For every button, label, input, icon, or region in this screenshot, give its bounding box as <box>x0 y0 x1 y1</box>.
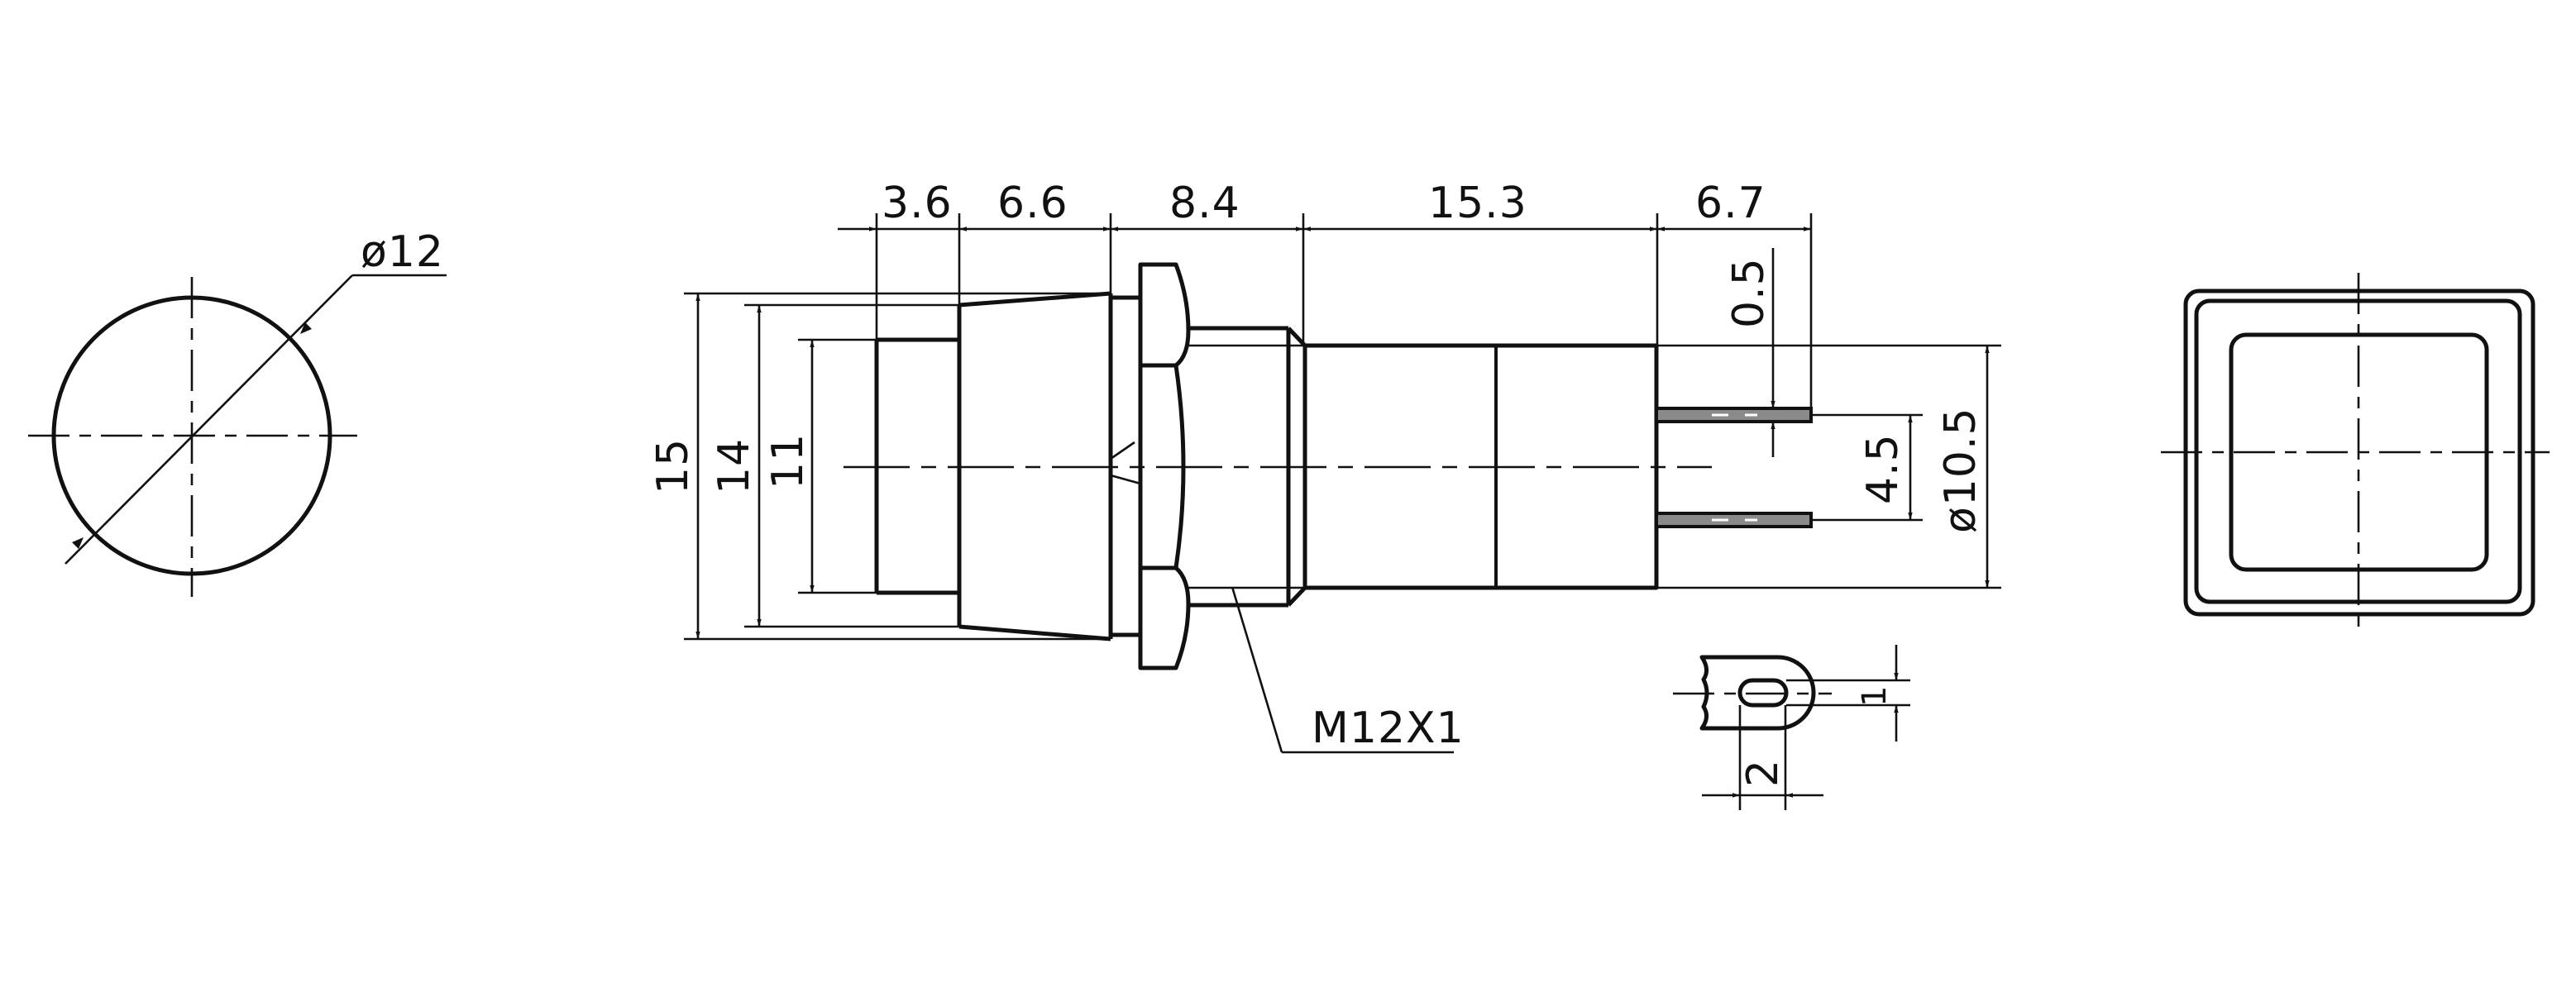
dim-label-tab-width: 2 <box>1738 759 1788 787</box>
dim-label-cap-length: 3.6 <box>882 179 953 228</box>
thread-callout: M12X1 <box>1231 586 1465 754</box>
dim-label-terminal-thickness: 0.5 <box>1724 257 1774 328</box>
side-view: 3.6 6.6 8.4 15.3 6.7 15 14 11 0.5 <box>648 179 2001 754</box>
dim-label-bezel-length: 6.6 <box>997 179 1068 228</box>
diameter-label: ø12 <box>361 227 444 277</box>
dim-label-terminal-pitch: 4.5 <box>1858 433 1908 504</box>
diameter-leader <box>65 274 353 565</box>
dim-label-body-diameter: ø10.5 <box>1936 407 1986 533</box>
terminal-dimensions: 0.5 4.5 ø10.5 <box>1656 248 2001 589</box>
diameter-arrow-bottom <box>72 537 84 549</box>
washer <box>1111 295 1140 637</box>
terminal-lower <box>1655 512 1813 528</box>
terminal-tab-outline <box>1699 655 1816 731</box>
dim-label-body-length: 15.3 <box>1428 179 1527 228</box>
terminal-detail-view: 1 2 <box>1673 645 1910 810</box>
thread-spec-label: M12X1 <box>1312 703 1465 753</box>
terminal-upper <box>1655 407 1813 423</box>
dim-label-thread-length: 8.4 <box>1169 179 1240 228</box>
dim-label-hole-size: 1 <box>1856 685 1894 707</box>
dim-label-outer-height: 15 <box>648 438 698 494</box>
dim-label-bezel-height: 14 <box>710 438 759 494</box>
front-view: ø12 <box>28 227 447 597</box>
length-dimensions: 3.6 6.6 8.4 15.3 6.7 <box>838 179 1813 408</box>
diameter-arrow-top <box>300 322 312 334</box>
height-dimensions: 15 14 11 <box>648 292 1111 641</box>
dim-label-terminal-length: 6.7 <box>1695 179 1766 228</box>
dim-label-cap-height: 11 <box>763 433 813 489</box>
rear-view <box>2161 273 2550 637</box>
